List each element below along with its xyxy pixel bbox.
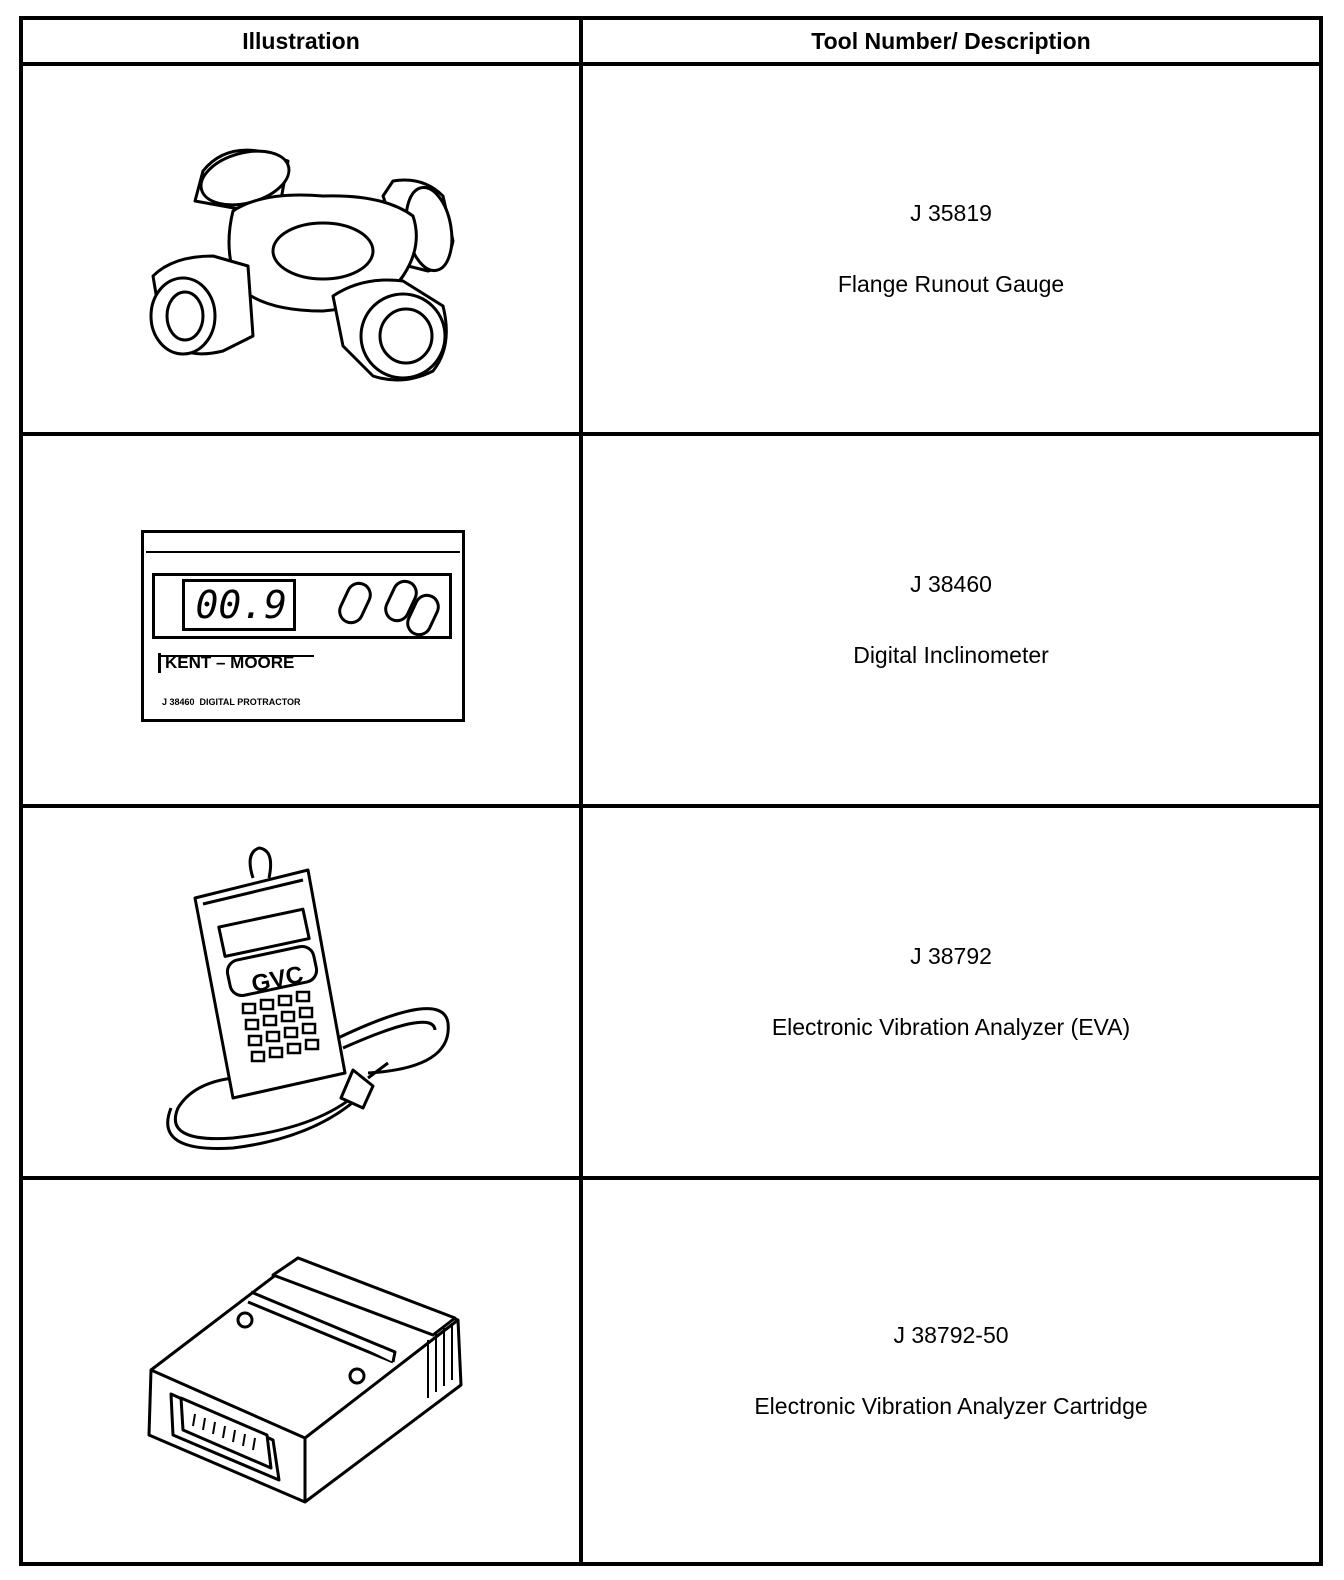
tool-description: Electronic Vibration Analyzer Cartridge (754, 1393, 1148, 1419)
tool-description: Electronic Vibration Analyzer (EVA) (771, 1014, 1131, 1040)
tool-table: Illustration Tool Number/ Description (19, 16, 1323, 1566)
tool-number: J 38792 (910, 943, 992, 969)
illustration-cell (23, 66, 579, 432)
header-illustration: Illustration (242, 28, 360, 54)
header-description: Tool Number/ Description (811, 28, 1091, 54)
brand-label: KENT – MOORE (158, 653, 294, 673)
tool-description: Digital Inclinometer (853, 642, 1049, 668)
analyzer-cartridge-icon (147, 1256, 463, 1504)
illustration-cell: GVC (23, 808, 579, 1176)
row-divider (23, 804, 1319, 808)
tool-description: Flange Runout Gauge (837, 271, 1065, 297)
tool-number: J 35819 (910, 200, 992, 226)
table-row: J 38792-50 Electronic Vibration Analyzer… (23, 1180, 1319, 1562)
description-cell: J 38792 Electronic Vibration Analyzer (E… (583, 808, 1319, 1176)
illustration-cell (23, 1180, 579, 1562)
table-header: Illustration Tool Number/ Description (23, 20, 1319, 66)
digital-inclinometer-icon: 00.9 KENT – MOORE J 38460 DIGITAL PROTRA… (141, 530, 465, 722)
description-cell: J 38792-50 Electronic Vibration Analyzer… (583, 1180, 1319, 1562)
column-divider (579, 20, 583, 1562)
table-row: 00.9 KENT – MOORE J 38460 DIGITAL PROTRA… (23, 436, 1319, 804)
tool-number: J 38792-50 (893, 1322, 1009, 1348)
model-label: J 38460 DIGITAL PROTRACTOR (162, 697, 301, 707)
tool-number: J 38460 (910, 571, 992, 597)
vibration-analyzer-icon: GVC (166, 846, 450, 1150)
illustration-cell: 00.9 KENT – MOORE J 38460 DIGITAL PROTRA… (23, 436, 579, 804)
table-row: J 35819 Flange Runout Gauge (23, 66, 1319, 432)
table-row: GVC J 38792 Electronic Vibration Analyze… (23, 808, 1319, 1176)
row-divider (23, 1176, 1319, 1180)
description-cell: J 38460 Digital Inclinometer (583, 436, 1319, 804)
universal-joint-icon (149, 148, 455, 382)
row-divider (23, 432, 1319, 436)
description-cell: J 35819 Flange Runout Gauge (583, 66, 1319, 432)
lcd-display: 00.9 (182, 579, 296, 631)
